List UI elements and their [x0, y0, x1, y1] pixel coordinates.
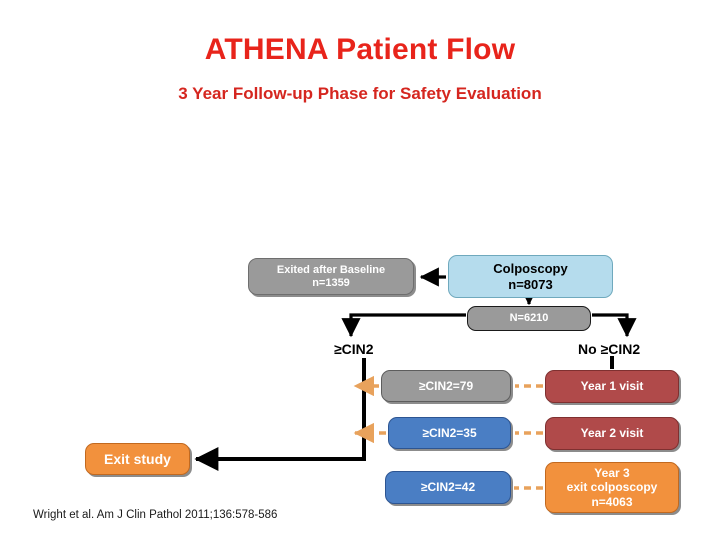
branch-label-no-cin2: No ≥CIN2: [578, 341, 641, 357]
node-cin2-42-label: ≥CIN2=42: [420, 480, 476, 495]
node-year1-visit-label: Year 1 visit: [580, 379, 644, 394]
citation-text: Wright et al. Am J Clin Pathol 2011;136:…: [33, 509, 278, 521]
node-year3-exit-colposcopy[interactable]: Year 3 exit colposcopy n=4063: [545, 462, 679, 513]
edge-n6210-left-branch: [341, 313, 466, 338]
node-colposcopy-label: Colposcopy n=8073: [493, 261, 568, 292]
edge-cin2-spine-to-exit-study: [194, 358, 366, 471]
node-cin2-35-label: ≥CIN2=35: [422, 425, 477, 440]
node-year2-visit[interactable]: Year 2 visit: [545, 417, 679, 450]
node-cin2-35[interactable]: ≥CIN2=35: [388, 417, 511, 449]
branch-label-cin2: ≥CIN2: [334, 341, 374, 357]
page-title: ATHENA Patient Flow: [204, 33, 516, 66]
edge-n6210-right-branch: [592, 313, 637, 338]
node-n6210-label: N=6210: [509, 312, 549, 325]
node-cin2-79[interactable]: ≥CIN2=79: [381, 370, 511, 402]
node-exited-after-baseline-label: Exited after Baseline n=1359: [276, 263, 386, 289]
node-colposcopy[interactable]: Colposcopy n=8073: [448, 255, 613, 298]
node-exited-after-baseline[interactable]: Exited after Baseline n=1359: [248, 258, 414, 295]
node-year1-visit[interactable]: Year 1 visit: [545, 370, 679, 403]
node-cin2-42[interactable]: ≥CIN2=42: [385, 471, 511, 504]
node-cin2-79-label: ≥CIN2=79: [418, 378, 474, 393]
node-exit-study-label: Exit study: [104, 450, 171, 467]
page-subtitle: 3 Year Follow-up Phase for Safety Evalua…: [178, 84, 542, 103]
node-year2-visit-label: Year 2 visit: [580, 426, 644, 441]
node-exit-study[interactable]: Exit study: [85, 443, 190, 475]
node-year3-exit-colposcopy-label: Year 3 exit colposcopy n=4063: [566, 466, 658, 509]
node-n6210[interactable]: N=6210: [467, 306, 591, 331]
